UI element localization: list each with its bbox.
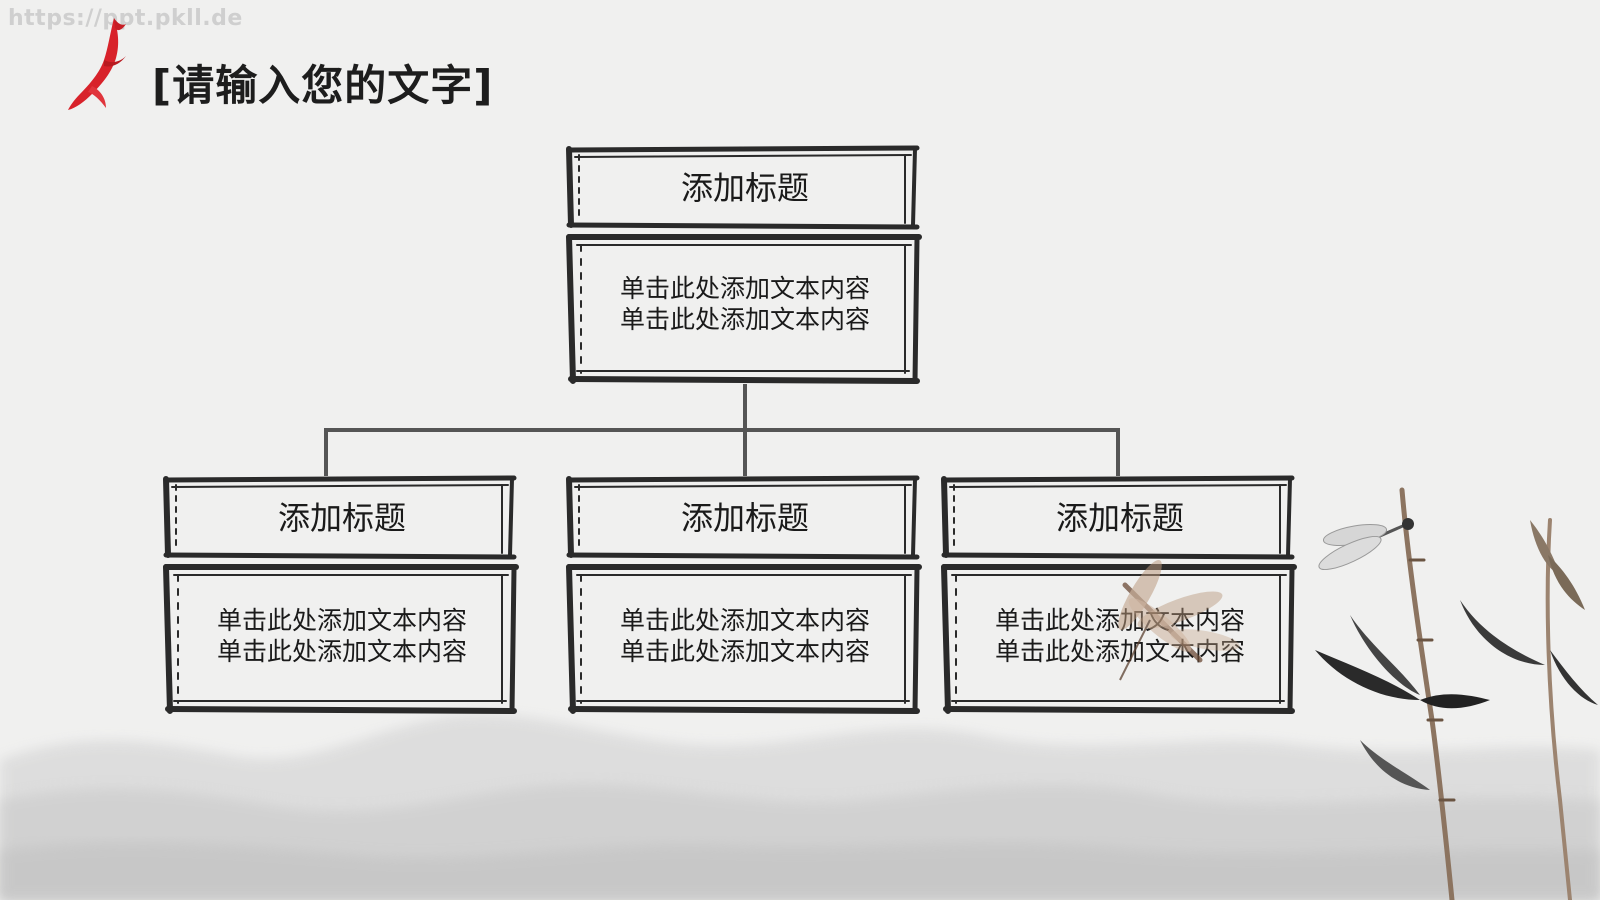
root-title: 添加标题 (680, 169, 809, 207)
child-3-title: 添加标题 (1055, 499, 1184, 537)
root-body: 单击此处添加文本内容 单击此处添加文本内容 (565, 273, 925, 335)
ink-frame (163, 475, 519, 714)
root-line-1: 单击此处添加文本内容 (619, 274, 870, 303)
child-2-body: 单击此处添加文本内容 单击此处添加文本内容 (565, 605, 925, 667)
child-3-body: 单击此处添加文本内容 单击此处添加文本内容 (940, 605, 1300, 667)
child-1-body: 单击此处添加文本内容 单击此处添加文本内容 (162, 605, 522, 667)
page-title: [请输入您的文字] (152, 61, 494, 110)
child-1-line-1: 单击此处添加文本内容 (216, 606, 467, 635)
watermark-url: https://ppt.pkll.de (8, 6, 243, 31)
child-2-line-2: 单击此处添加文本内容 (619, 637, 870, 666)
child-node-1[interactable]: 添加标题 单击此处添加文本内容 单击此处添加文本内容 (162, 475, 522, 715)
child-3-line-1: 单击此处添加文本内容 (994, 606, 1245, 635)
ink-frame (566, 475, 922, 714)
root-line-2: 单击此处添加文本内容 (619, 305, 870, 334)
child-1-title: 添加标题 (277, 499, 406, 537)
child-2-title: 添加标题 (680, 499, 809, 537)
child-1-line-2: 单击此处添加文本内容 (216, 637, 467, 666)
koi-fish-icon (68, 18, 126, 110)
child-node-3[interactable]: 添加标题 单击此处添加文本内容 单击此处添加文本内容 (940, 475, 1300, 715)
ink-frame (566, 145, 922, 384)
child-node-2[interactable]: 添加标题 单击此处添加文本内容 单击此处添加文本内容 (565, 475, 925, 715)
child-3-line-2: 单击此处添加文本内容 (994, 637, 1245, 666)
root-node[interactable]: 添加标题 单击此处添加文本内容 单击此处添加文本内容 (565, 145, 925, 385)
child-2-line-1: 单击此处添加文本内容 (619, 606, 870, 635)
